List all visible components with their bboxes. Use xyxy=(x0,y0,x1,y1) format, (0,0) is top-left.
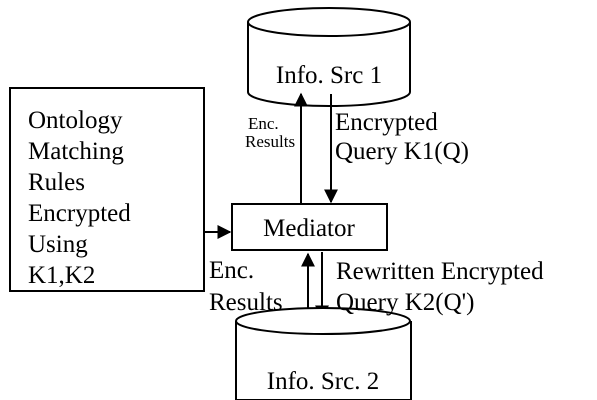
upper-results-label: Enc. Results xyxy=(245,114,295,151)
mediator-box: Mediator xyxy=(231,203,388,251)
rules-line: Rules xyxy=(28,169,85,196)
upper-query-label: Encrypted Query K1(Q) xyxy=(335,109,469,165)
rules-line: Using xyxy=(28,231,88,258)
lower-results-label: Enc. Results xyxy=(209,257,283,316)
info-source-1-database: Info. Src 1 xyxy=(247,7,411,107)
info-source-2-database: Info. Src. 2 xyxy=(235,307,412,400)
rules-line: K1,K2 xyxy=(28,262,95,289)
rules-line: Encrypted xyxy=(28,200,131,227)
rules-line: Ontology xyxy=(28,107,123,134)
rules-line: Matching xyxy=(28,138,124,165)
mediator-label: Mediator xyxy=(263,215,355,242)
ontology-rules-text: Ontology Matching Rules Encrypted Using … xyxy=(28,107,137,289)
info-source-2-label: Info. Src. 2 xyxy=(267,368,379,395)
lower-query-label: Rewritten Encrypted Query K2(Q') xyxy=(336,258,550,316)
ontology-rules-box: Ontology Matching Rules Encrypted Using … xyxy=(9,87,205,292)
info-source-1-label: Info. Src 1 xyxy=(276,62,382,89)
